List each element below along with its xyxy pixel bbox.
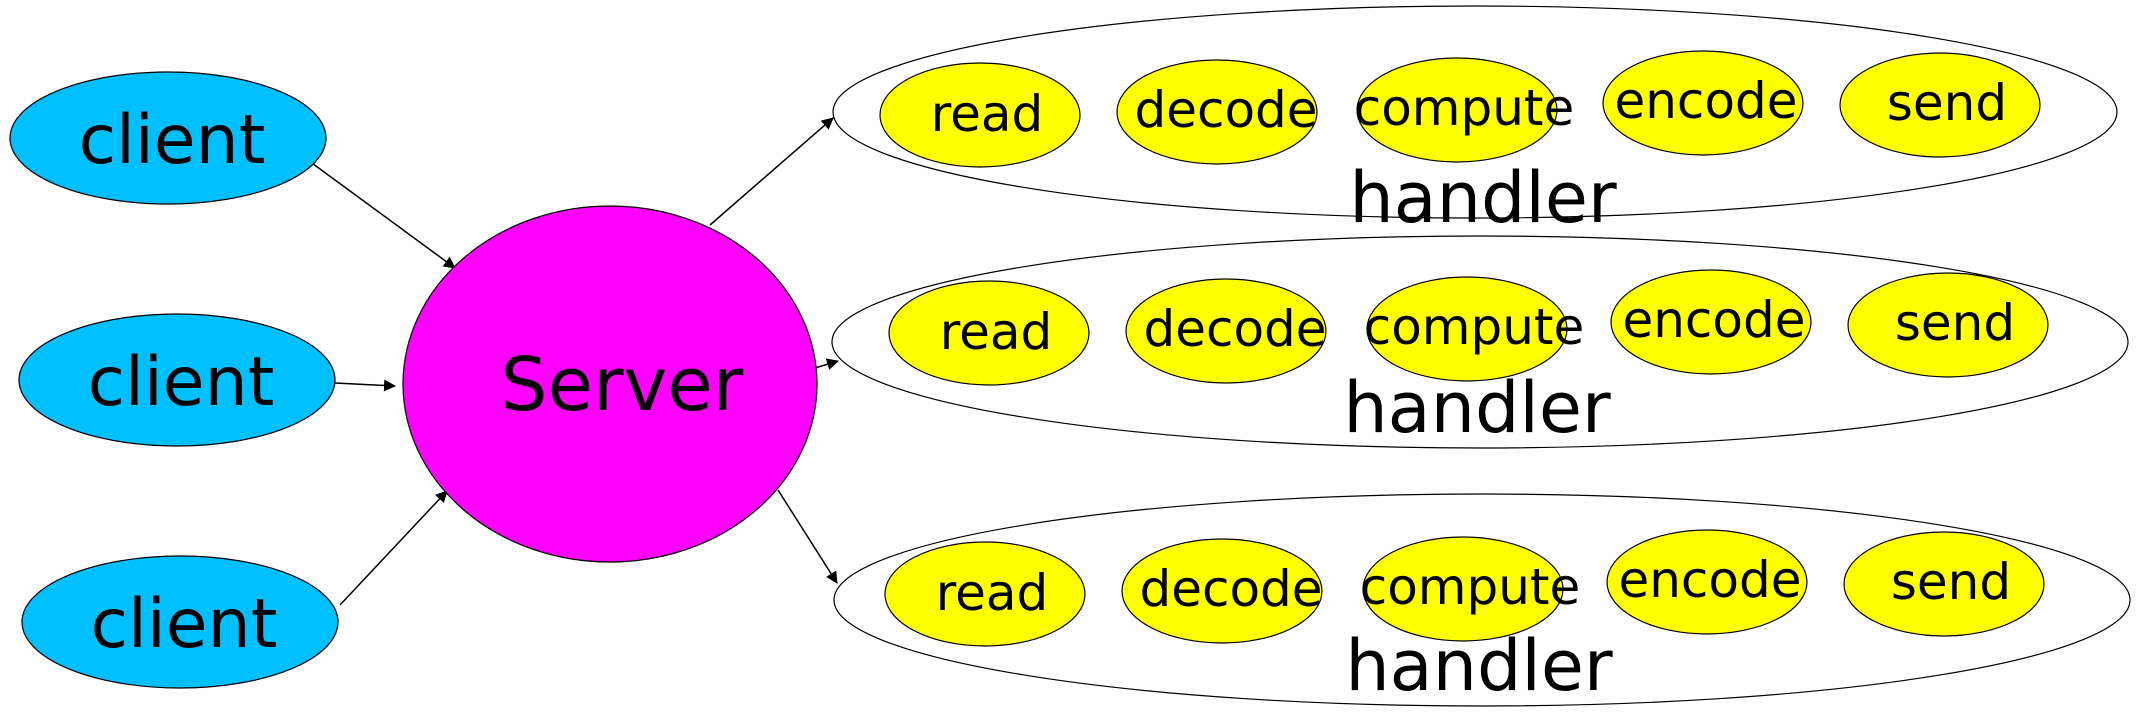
stage-encode: encode <box>1602 50 1804 156</box>
stage-compute: compute <box>1354 57 1575 163</box>
stage-encode-label: encode <box>1614 72 1797 130</box>
stage-decode-label: decode <box>1143 300 1326 358</box>
stage-read-label: read <box>936 564 1049 622</box>
arrow-client-1-to-server <box>304 157 456 269</box>
stage-read-label: read <box>931 85 1044 143</box>
stage-send: send <box>1847 272 2049 378</box>
stage-encode-label: encode <box>1618 551 1801 609</box>
stage-send: send <box>1843 531 2045 637</box>
client-label: client <box>88 343 275 422</box>
handler-2: handler read decode compute encode send <box>831 235 2129 449</box>
server-node: Server <box>402 205 818 563</box>
arrow-server-to-handler-1 <box>709 117 834 226</box>
stage-send-label: send <box>1887 74 2007 132</box>
stage-decode-label: decode <box>1139 560 1322 618</box>
stage-decode: decode <box>1125 278 1327 384</box>
stage-decode-label: decode <box>1134 81 1317 139</box>
stage-read: read <box>884 541 1086 647</box>
arrow-server-to-handler-3 <box>777 489 838 584</box>
stage-decode: decode <box>1121 538 1323 644</box>
stage-compute-label: compute <box>1360 558 1581 616</box>
client-node-3: client <box>21 555 339 689</box>
arrow-server-to-handler-2 <box>814 358 839 370</box>
client-label: client <box>91 585 278 664</box>
stage-compute: compute <box>1360 536 1581 642</box>
stage-compute-label: compute <box>1364 298 1585 356</box>
client-label: client <box>79 101 266 180</box>
stage-decode: decode <box>1116 59 1318 165</box>
stage-compute: compute <box>1364 276 1585 382</box>
arrow-client-2-to-server <box>334 379 396 392</box>
client-node-2: client <box>18 313 336 447</box>
handler-3: handler read decode compute encode send <box>833 493 2131 707</box>
client-node-1: client <box>9 71 327 205</box>
arrow-client-3-to-server <box>339 490 448 606</box>
stage-send: send <box>1839 52 2041 158</box>
stage-compute-label: compute <box>1354 79 1575 137</box>
server-label: Server <box>501 342 744 428</box>
stage-read: read <box>888 280 1090 386</box>
handler-label: handler <box>1349 157 1617 239</box>
stage-read-label: read <box>940 303 1053 361</box>
stage-encode-label: encode <box>1622 291 1805 349</box>
stage-encode: encode <box>1610 269 1812 375</box>
stage-send-label: send <box>1891 553 2011 611</box>
stage-encode: encode <box>1606 529 1808 635</box>
stage-send-label: send <box>1895 294 2015 352</box>
handler-1: handler read decode compute encode send <box>832 5 2118 239</box>
stage-read: read <box>879 62 1081 168</box>
